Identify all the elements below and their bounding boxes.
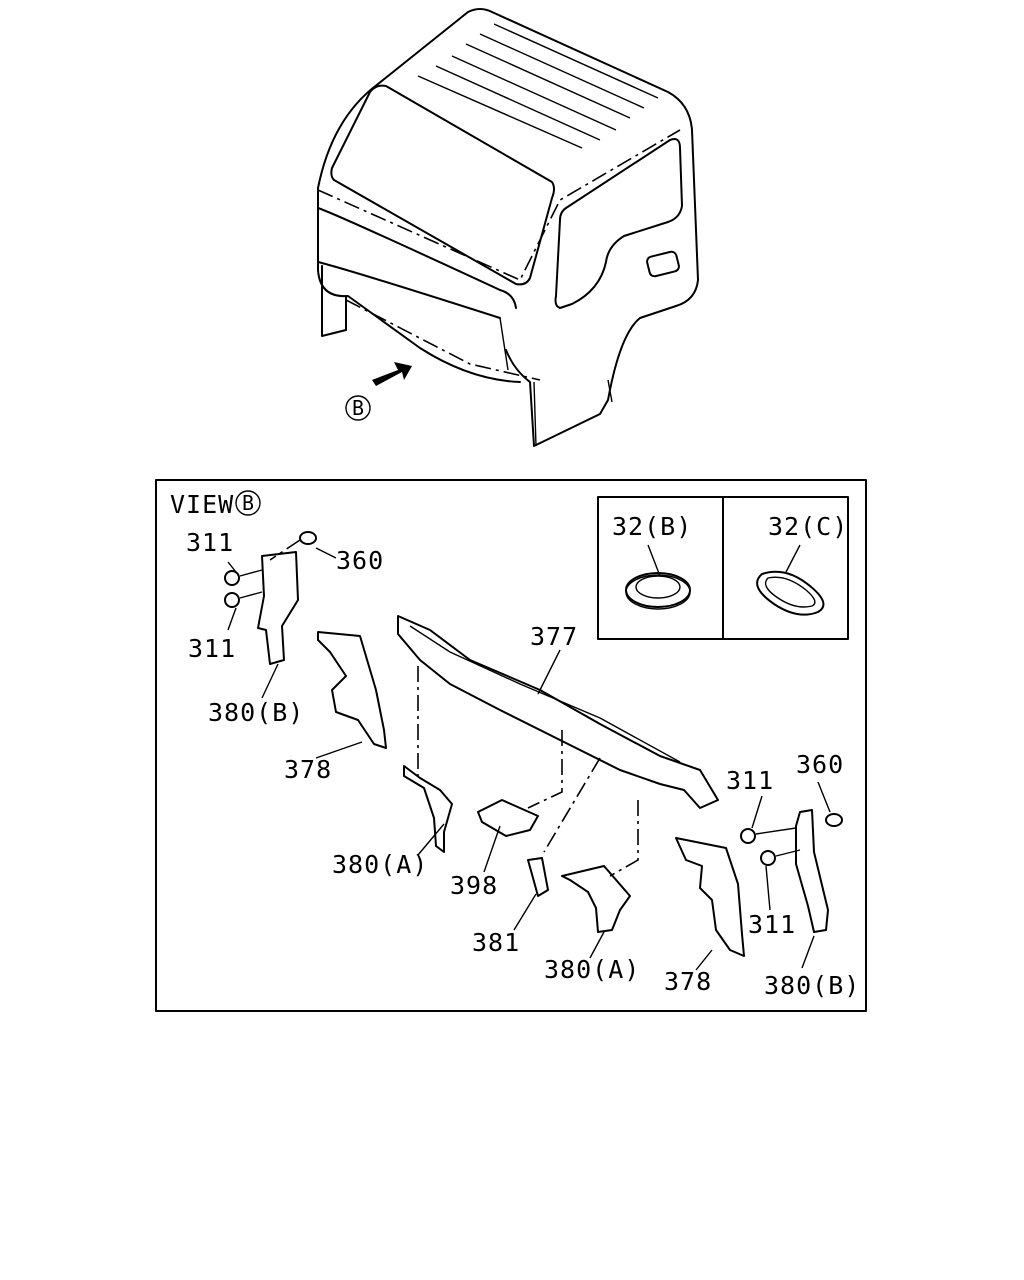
callout-381: 381 xyxy=(472,928,520,957)
callout-398: 398 xyxy=(450,871,498,900)
bracket-380a-right xyxy=(561,865,631,933)
callout-360: 360 xyxy=(796,750,844,779)
right-bracket-group xyxy=(740,781,843,969)
support-378-right xyxy=(675,837,745,957)
view-arrow-icon xyxy=(372,362,412,386)
crossmember-377 xyxy=(397,615,719,809)
grommet-round-icon xyxy=(625,572,691,608)
callout-378: 378 xyxy=(284,755,332,784)
left-bracket-group xyxy=(224,531,337,699)
bolt-311-icon xyxy=(224,570,240,586)
nut-360-icon xyxy=(825,813,843,827)
callout-380a: 380(A) xyxy=(332,850,428,879)
grommet-oval-icon xyxy=(756,570,825,616)
callout-311: 311 xyxy=(748,910,796,939)
view-marker-letter: B xyxy=(352,396,364,420)
bracket-380a-left xyxy=(403,765,453,853)
bracket-380b-right xyxy=(795,809,829,933)
label-32c: 32(C) xyxy=(768,512,848,541)
label-32b: 32(B) xyxy=(612,512,692,541)
nut-360-icon xyxy=(299,531,317,545)
callout-377: 377 xyxy=(530,622,578,651)
callout-380a: 380(A) xyxy=(544,955,640,984)
bolt-311-icon xyxy=(224,592,240,608)
callout-380b: 380(B) xyxy=(208,698,304,727)
callout-311: 311 xyxy=(186,528,234,557)
truck-cab-illustration: B xyxy=(317,8,699,447)
callout-378: 378 xyxy=(664,967,712,996)
bolt-311-icon xyxy=(740,828,756,844)
view-marker-circle-icon xyxy=(345,395,371,421)
support-378-left xyxy=(317,631,387,749)
plate-398 xyxy=(477,799,539,837)
callout-380b: 380(B) xyxy=(764,971,860,1000)
bolt-311-icon xyxy=(760,850,776,866)
callout-360: 360 xyxy=(336,546,384,575)
grommet-inset: 32(B) 32(C) xyxy=(597,496,849,640)
callout-311: 311 xyxy=(726,766,774,795)
view-title-marker-letter: B xyxy=(242,491,254,515)
clip-381 xyxy=(527,857,549,897)
callout-labels: 311 360 311 380(B) 378 377 380(A) 398 38… xyxy=(186,528,860,1000)
bracket-380b-left xyxy=(257,551,299,665)
view-title-marker-icon xyxy=(235,490,261,516)
view-b-frame xyxy=(155,479,867,1012)
callout-311: 311 xyxy=(188,634,236,663)
view-title: VIEW xyxy=(170,490,234,519)
